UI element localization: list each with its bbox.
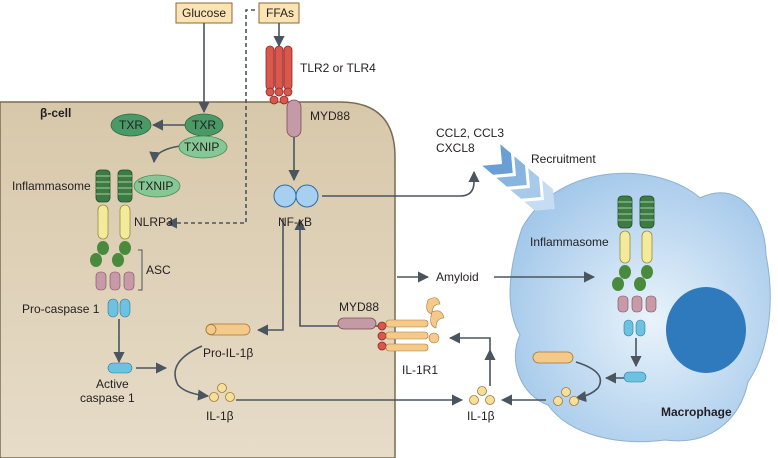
il1b-cell-shape <box>209 383 235 402</box>
il1b-cell-label: IL-1β <box>206 409 234 423</box>
macrophage-il1b <box>553 387 579 406</box>
glucose-label: Glucose <box>182 6 226 20</box>
asc-pink-mid <box>109 271 121 291</box>
tlr-receptor <box>265 45 293 105</box>
chemokines-label-2: CXCL8 <box>436 141 475 155</box>
inflammasome-cell-label: Inflammasome <box>12 179 91 193</box>
il1r1-label: IL-1R1 <box>402 363 438 377</box>
arrow-txnip-inflammasome <box>149 145 181 164</box>
active-caspase1-label-2: caspase 1 <box>80 391 135 405</box>
arrow-nfkb-proil1b <box>256 218 284 336</box>
asc-pink-right <box>123 271 135 291</box>
txnip-inflammasome-label: TXNIP <box>138 179 173 193</box>
pathway-arrows <box>113 9 642 406</box>
asc-label: ASC <box>146 263 171 277</box>
myd88-bottom-shape <box>337 317 377 330</box>
arrow-il1b-bind <box>448 332 491 350</box>
nlrp3-right <box>119 204 131 240</box>
nfkb-right <box>295 184 319 208</box>
myd88-top-shape <box>286 99 302 138</box>
macrophage-active-caspase <box>623 371 647 383</box>
pro-caspase1-right <box>119 298 131 318</box>
myd88-bottom-label: MYD88 <box>339 300 379 314</box>
pro-il1b-end <box>205 324 217 335</box>
recruitment-label: Recruitment <box>531 152 596 166</box>
inflammasome-macrophage <box>532 195 657 406</box>
asc-bracket <box>138 249 143 291</box>
arrow-cleavage-il1b <box>174 345 210 401</box>
txnip-top-label: TXNIP <box>184 140 219 154</box>
arrow-macro-cleavage <box>574 361 602 403</box>
nfkb-left <box>273 184 297 208</box>
chemokines-label-1: CCL2, CCL3 <box>436 126 504 140</box>
il1b-outside-shape <box>469 386 495 405</box>
nfkb-label: NF-κB <box>278 215 312 229</box>
amyloid-label: Amyloid <box>436 270 479 284</box>
myd88-top-label: MYD88 <box>310 109 350 123</box>
inflammasome-macrophage-label: Inflammasome <box>530 235 609 249</box>
asc-pink-left <box>95 271 107 291</box>
inflammasome-cell <box>90 169 135 318</box>
pro-caspase1-label: Pro-caspase 1 <box>22 302 100 316</box>
nlrp3-label: NLRP3 <box>134 215 173 229</box>
pro-caspase1-left <box>107 298 119 318</box>
arrow-ffas-nlrp3-dashed <box>165 9 255 229</box>
ffas-label: FFAs <box>266 6 294 20</box>
il1r1-receptor <box>377 297 445 352</box>
macrophage-nucleus <box>666 287 746 373</box>
recruitment-chevrons <box>482 144 555 211</box>
active-caspase1-shape <box>107 362 133 374</box>
active-caspase1-label-1: Active <box>96 377 129 391</box>
arrow-nfkb-chemokines <box>322 170 480 197</box>
tlr-label: TLR2 or TLR4 <box>300 61 376 75</box>
beta-cell-title: β-cell <box>40 106 71 120</box>
txr-right-label: TXR <box>192 118 216 132</box>
nlrp3-left <box>97 204 109 240</box>
pro-il1b-label: Pro-IL-1β <box>203 346 253 360</box>
il1b-outside-label: IL-1β <box>467 409 495 423</box>
macrophage-label: Macrophage <box>661 405 732 419</box>
txr-left-shape <box>110 113 152 137</box>
txnip-inflammasome-shape <box>133 174 181 198</box>
txr-left-label: TXR <box>119 118 143 132</box>
macrophage-pro-il1b <box>532 351 574 364</box>
txnip-top-shape <box>178 135 228 159</box>
